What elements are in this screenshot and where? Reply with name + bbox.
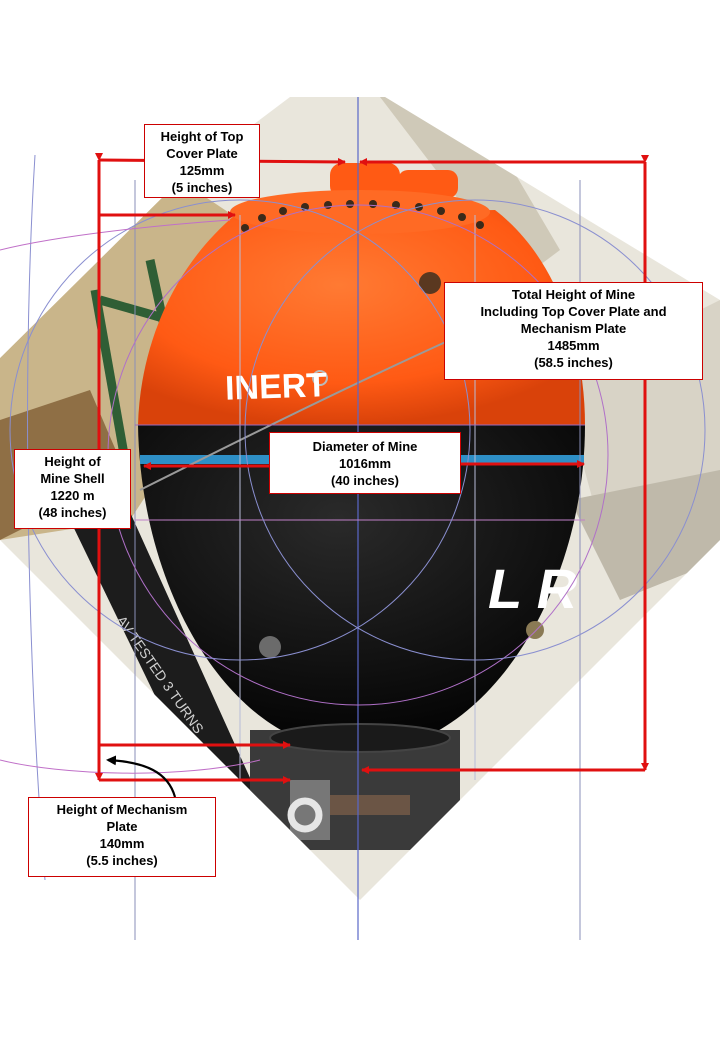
diameter-line2: 1016mm [338,456,392,471]
top-cover-callout: Height of Top Cover Plate 125mm (5 inche… [144,124,260,198]
top-cover-line1: Height of Top [160,129,244,144]
dimension-lines [95,153,649,784]
mechanism-plate-callout: Height of Mechanism Plate 140mm (5.5 inc… [28,797,216,877]
mechanism-line1: Height of Mechanism [56,802,188,817]
mechanism-line4: (5.5 inches) [86,853,158,868]
total-height-line5: (58.5 inches) [534,355,613,370]
shell-height-line3: 1220 m [50,488,95,503]
total-height-line2: Including Top Cover Plate and [480,304,667,319]
total-height-line4: 1485mm [547,338,600,353]
mechanism-pointer-arrow [106,755,177,798]
shell-height-line1: Height of [44,454,101,469]
inert-marking: INERT [224,366,327,408]
diameter-line1: Diameter of Mine [312,439,418,454]
mechanism-line3: 140mm [99,836,145,851]
top-cover-line4: (5 inches) [171,180,233,195]
lr-marking: L R [488,557,578,620]
shackle [287,797,323,833]
total-height-callout: Total Height of Mine Including Top Cover… [444,282,703,380]
shell-height-line4: (48 inches) [38,505,107,520]
shell-height-line2: Mine Shell [40,471,105,486]
diameter-callout: Diameter of Mine 1016mm (40 inches) [269,432,461,494]
top-cover-line2: Cover Plate [166,146,238,161]
mechanism-line2: Plate [106,819,138,834]
total-height-line3: Mechanism Plate [520,321,627,336]
diameter-line3: (40 inches) [331,473,399,488]
top-cover-line3: 125mm [179,163,225,178]
total-height-line1: Total Height of Mine [511,287,636,302]
shell-height-callout: Height of Mine Shell 1220 m (48 inches) [14,449,131,529]
